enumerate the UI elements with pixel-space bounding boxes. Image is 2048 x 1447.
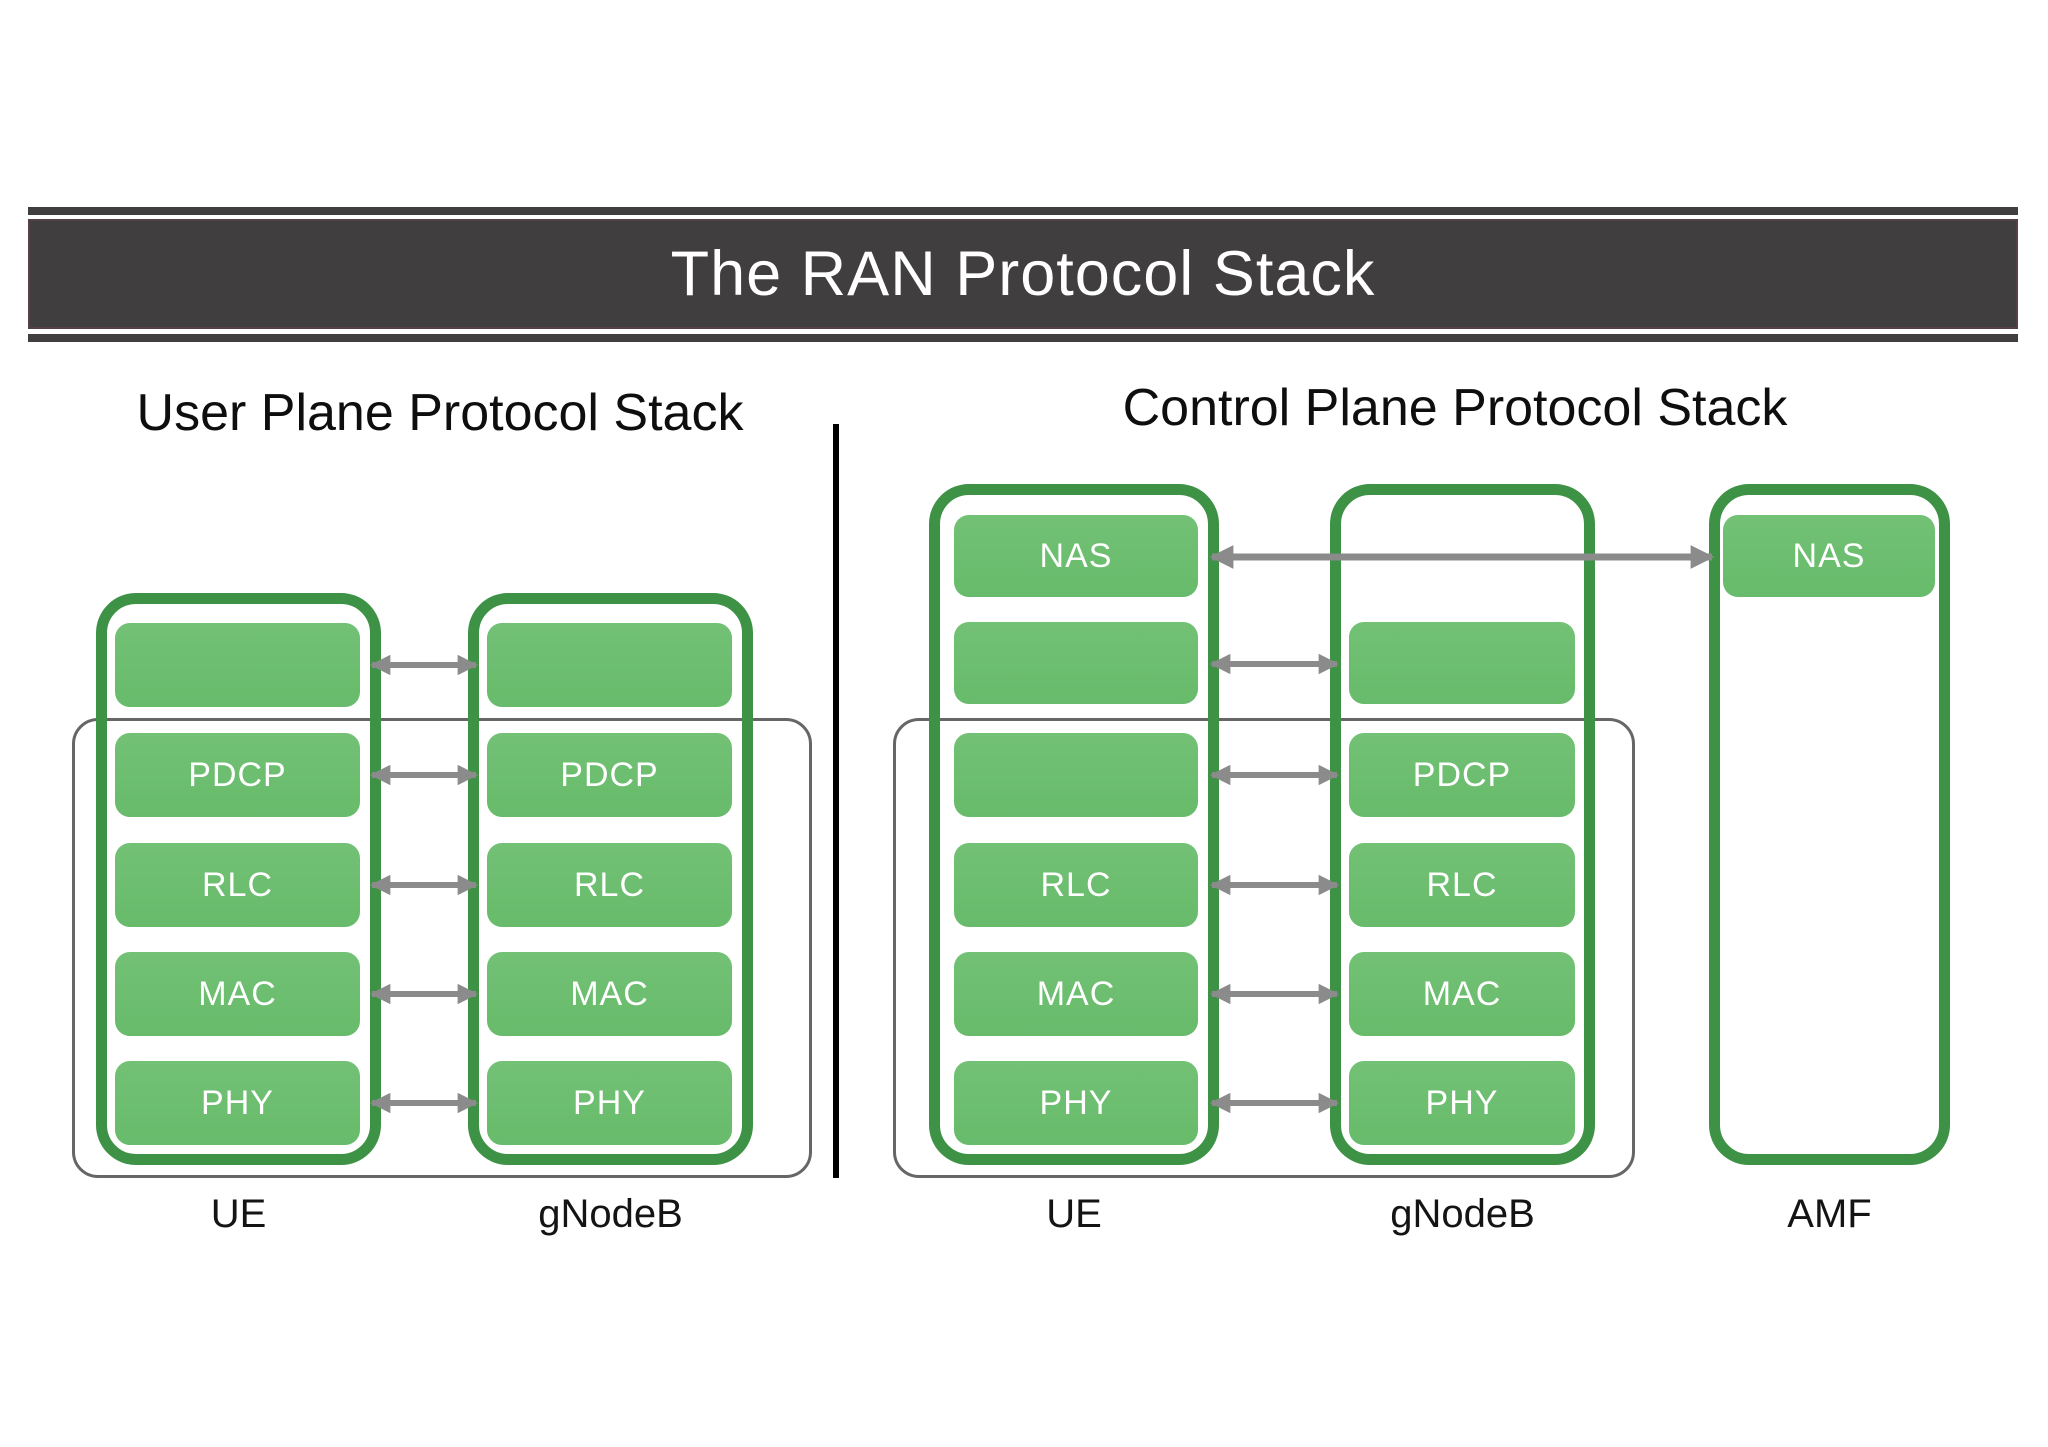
title-bar: The RAN Protocol Stack bbox=[28, 219, 2018, 329]
up-ue-phy-box: PHY bbox=[115, 1061, 360, 1145]
user-plane-heading: User Plane Protocol Stack bbox=[136, 384, 744, 442]
cp-gnodeb-column bbox=[1330, 484, 1595, 1165]
title-band-top-rule bbox=[28, 207, 2018, 215]
cp-amf-label: AMF bbox=[1787, 1192, 1872, 1236]
slide-title: The RAN Protocol Stack bbox=[670, 239, 1376, 309]
up-ue-rlc-box: RLC bbox=[115, 843, 360, 927]
cp-ue-rlc-box: RLC bbox=[954, 843, 1198, 927]
up-gnodeb-mac-box: MAC bbox=[487, 952, 732, 1036]
cp-ue-mac-box: MAC bbox=[954, 952, 1198, 1036]
cp-ue-pdcp-layer-box bbox=[954, 733, 1198, 817]
up-ue-mac-box: MAC bbox=[115, 952, 360, 1036]
cp-amf-nas-box: NAS bbox=[1723, 515, 1935, 597]
cp-gnodeb-rlc-box: RLC bbox=[1349, 843, 1575, 927]
cp-gnodeb-mac-box: MAC bbox=[1349, 952, 1575, 1036]
cp-gnodeb-rrc-layer-box bbox=[1349, 622, 1575, 704]
up-gnodeb-rlc-box: RLC bbox=[487, 843, 732, 927]
cp-gnodeb-phy-box: PHY bbox=[1349, 1061, 1575, 1145]
cp-ue-rrc-layer-box bbox=[954, 622, 1198, 704]
cp-amf-column bbox=[1709, 484, 1950, 1165]
up-gnodeb-top-layer-box bbox=[487, 623, 732, 707]
cp-gnodeb-label: gNodeB bbox=[1390, 1192, 1535, 1236]
title-band-bottom-rule bbox=[28, 334, 2018, 342]
user-plane-lower-layers-container bbox=[72, 718, 812, 1178]
panel-divider bbox=[833, 424, 839, 1178]
up-gnodeb-phy-box: PHY bbox=[487, 1061, 732, 1145]
up-gnodeb-label: gNodeB bbox=[538, 1192, 683, 1236]
cp-ue-nas-box: NAS bbox=[954, 515, 1198, 597]
up-ue-top-layer-box bbox=[115, 623, 360, 707]
up-ue-label: UE bbox=[210, 1192, 267, 1236]
up-gnodeb-pdcp-box: PDCP bbox=[487, 733, 732, 817]
control-plane-lower-layers-container bbox=[893, 718, 1635, 1178]
cp-ue-phy-box: PHY bbox=[954, 1061, 1198, 1145]
up-ue-pdcp-box: PDCP bbox=[115, 733, 360, 817]
cp-ue-label: UE bbox=[1046, 1192, 1102, 1236]
control-plane-heading: Control Plane Protocol Stack bbox=[1122, 379, 1788, 437]
cp-ue-column bbox=[929, 484, 1219, 1165]
cp-gnodeb-pdcp-box: PDCP bbox=[1349, 733, 1575, 817]
